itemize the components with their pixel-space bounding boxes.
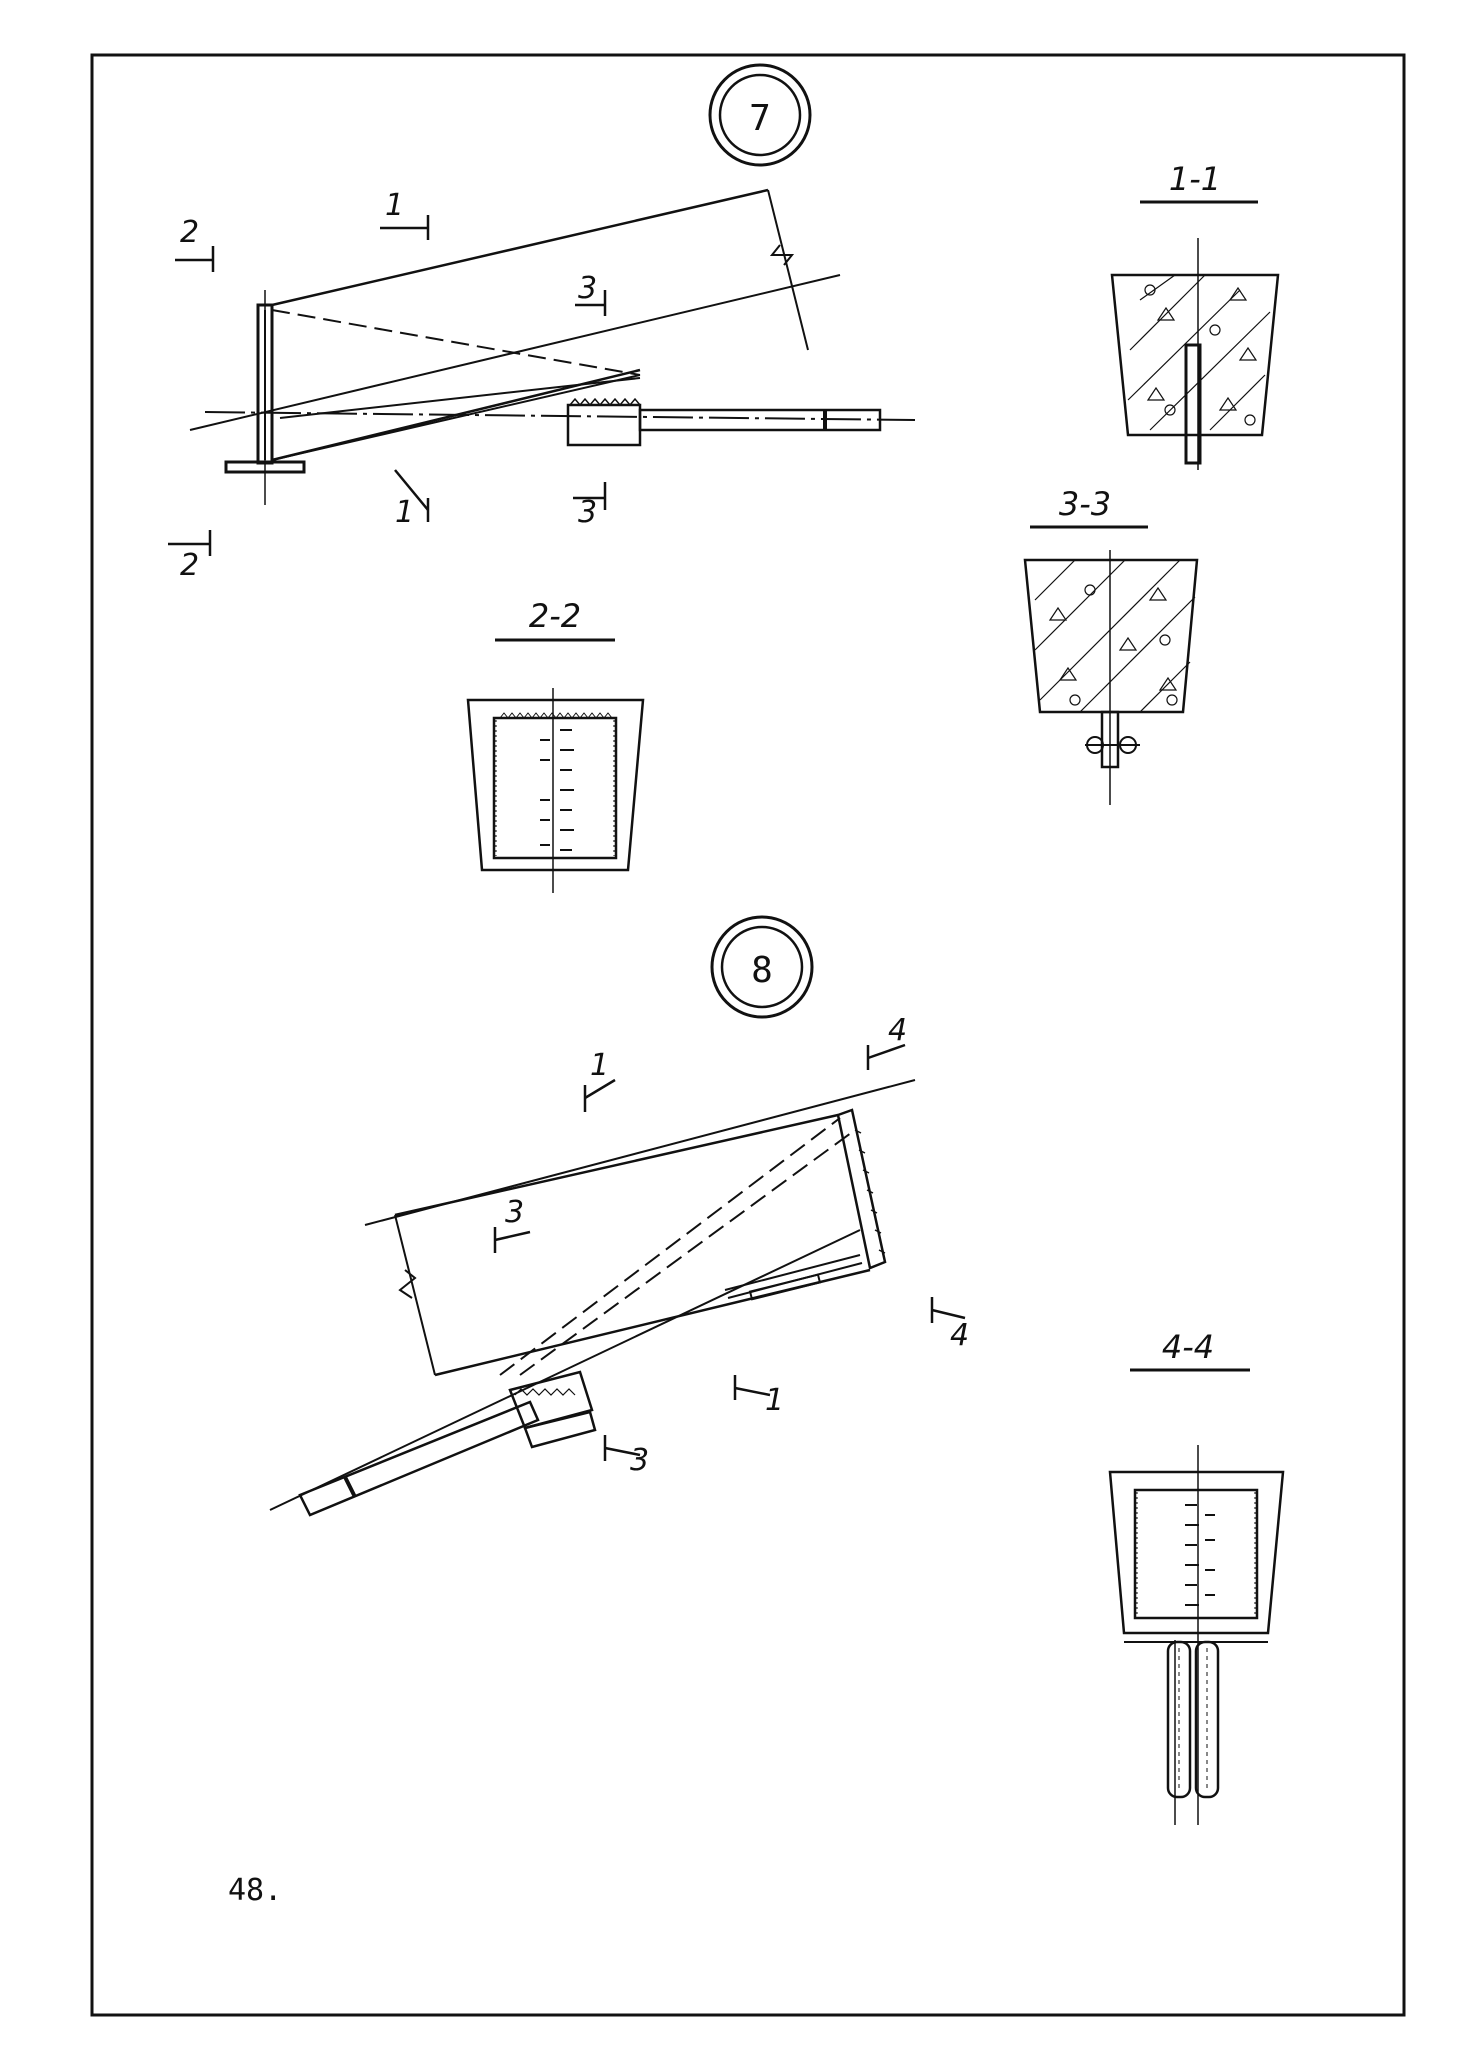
detail-7-callout: 7 — [710, 65, 810, 165]
section-4-4-title: 4-4 — [1162, 1328, 1214, 1366]
detail-7-elevation — [190, 190, 915, 505]
detail-8-cut-marks — [495, 1045, 965, 1461]
cut-mark-2-top: 2 — [180, 215, 199, 250]
sheet-frame — [92, 55, 1404, 2015]
section-1-1-title: 1-1 — [1169, 160, 1221, 198]
cut-mark-3-bottom: 3 — [578, 495, 597, 530]
section-4-4 — [1110, 1445, 1283, 1825]
section-2-2 — [468, 688, 643, 893]
cut-mark-3-top: 3 — [578, 271, 597, 306]
page-number: 48. — [228, 1873, 282, 1908]
detail-7-number: 7 — [749, 98, 771, 139]
cut-mark-2-bottom: 2 — [180, 548, 199, 583]
cut-mark-4-right: 4 — [950, 1318, 969, 1353]
detail-8-number: 8 — [751, 950, 773, 991]
cut-mark-3-lower: 3 — [630, 1443, 649, 1478]
cut-mark-1-upper: 1 — [590, 1048, 609, 1083]
cut-mark-3-upper: 3 — [505, 1195, 524, 1230]
section-2-2-title: 2-2 — [529, 597, 581, 635]
cut-mark-4-top: 4 — [888, 1013, 907, 1048]
detail-8-callout: 8 — [712, 917, 812, 1017]
detail-8-elevation — [270, 1080, 915, 1515]
cut-mark-1-bottom: 1 — [395, 495, 414, 530]
section-1-1 — [1112, 238, 1278, 470]
cut-mark-1-top: 1 — [385, 188, 404, 223]
cut-mark-1-lower: 1 — [765, 1383, 784, 1418]
section-3-3 — [1025, 550, 1197, 805]
section-3-3-title: 3-3 — [1059, 485, 1111, 523]
detail-7-cut-marks — [168, 215, 605, 556]
